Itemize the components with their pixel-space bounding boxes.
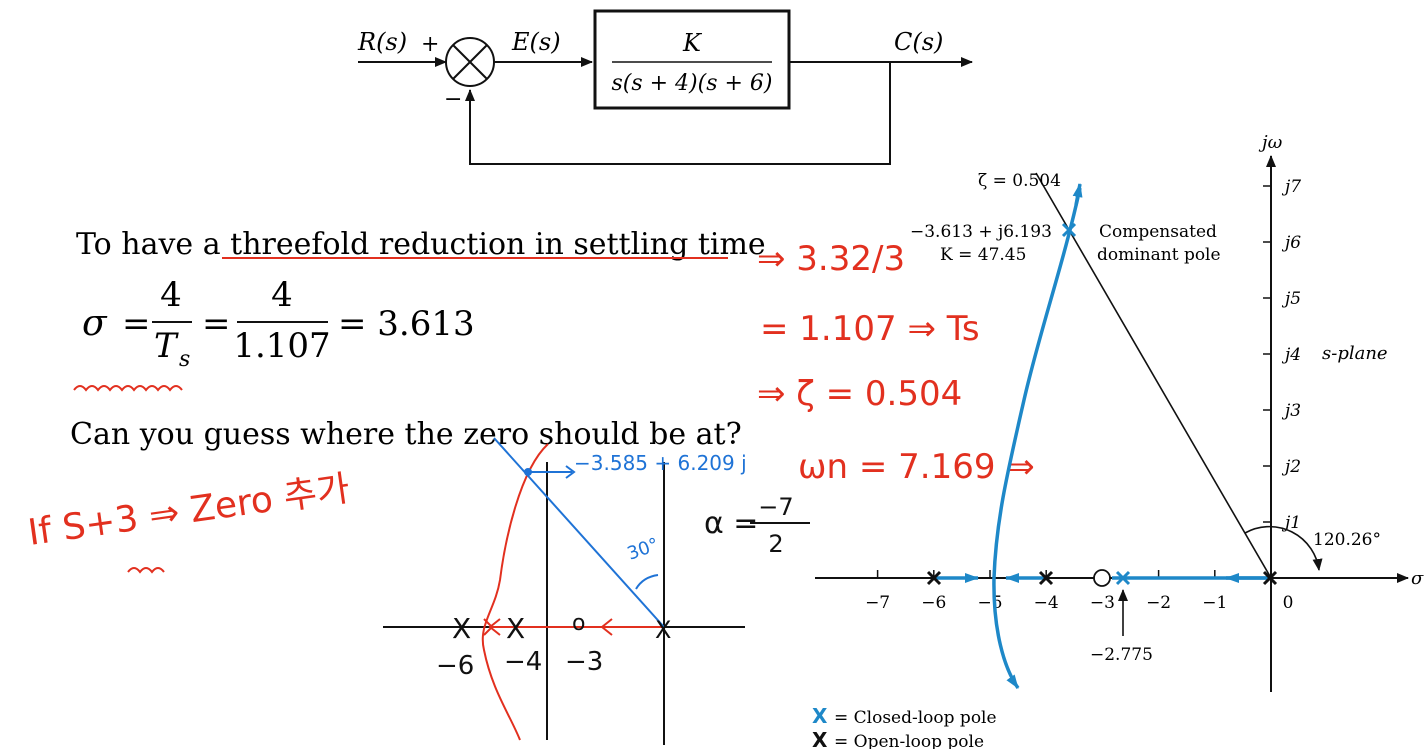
legend-open-icon: X	[812, 728, 828, 749]
x-tick-label: 0	[1283, 593, 1294, 613]
fraction-1-denominator: T	[154, 326, 179, 366]
output-label: C(s)	[894, 28, 943, 56]
hand-note-4: ωn = 7.169 ⇒	[798, 447, 1035, 487]
alpha-numerator: −7	[758, 493, 793, 521]
x-tick-label: −3	[1090, 593, 1115, 613]
zeta-label: ζ = 0.504	[978, 171, 1061, 191]
x-tick-label: −5	[977, 593, 1002, 613]
alpha-lhs: α =	[704, 506, 758, 541]
hand-sketch: −3.585 + 6.209 j 30° X X o X −6 −4 −3 α …	[383, 437, 810, 745]
error-label: E(s)	[511, 28, 561, 56]
tf-denominator: s(s + 4)(s + 6)	[611, 71, 772, 96]
y-tick-label: j7	[1281, 177, 1301, 197]
legend-closed-icon: X	[812, 704, 828, 728]
settling-time-sentence: To have a threefold reduction in settlin…	[76, 227, 766, 262]
block-diagram: R(s) + − E(s) C(s) K s(s + 4)(s + 6)	[357, 9, 973, 165]
breakaway-label: −2.775	[1090, 645, 1153, 665]
legend-closed-label: = Closed-loop pole	[834, 708, 997, 728]
legend: X = Closed-loop pole X = Open-loop pole	[812, 704, 997, 749]
y-tick-label: j2	[1281, 457, 1301, 477]
compensated-label-2: dominant pole	[1097, 245, 1221, 265]
equals-2: =	[202, 304, 231, 344]
angle-label: 120.26°	[1313, 530, 1381, 550]
x-tick-label: −1	[1202, 593, 1227, 613]
closed-loop-pole-icon	[1061, 222, 1131, 586]
s-plane-label: s-plane	[1322, 343, 1388, 364]
svg-text:X: X	[655, 616, 671, 644]
fraction-2-denominator: 1.107	[233, 326, 330, 366]
transfer-function-block	[593, 9, 791, 110]
y-tick-label: j4	[1281, 345, 1301, 365]
compensated-label-1: Compensated	[1099, 222, 1217, 242]
svg-text:o: o	[572, 611, 585, 636]
minus-sign: −	[444, 87, 462, 112]
x-tick-label: −4	[1034, 593, 1059, 613]
sketch-tick-m3: −3	[565, 647, 603, 677]
y-tick-label: j6	[1281, 233, 1301, 253]
hand-note-zero: If S+3 ⇒ Zero 추가	[26, 468, 353, 554]
zero-icon	[1093, 569, 1111, 587]
sketch-tick-m4: −4	[504, 647, 542, 677]
angle-arc	[1244, 525, 1323, 571]
svg-text:X: X	[506, 612, 525, 645]
question-sentence: Can you guess where the zero should be a…	[70, 417, 742, 452]
jw-axis-label: jω	[1258, 132, 1283, 153]
x-tick-label: −7	[865, 593, 890, 613]
x-tick-label: −6	[921, 593, 946, 613]
hand-note-2: = 1.107 ⇒ Ts	[760, 309, 980, 349]
zeta-line	[1035, 172, 1272, 579]
tf-numerator: K	[682, 29, 703, 57]
gain-label: K = 47.45	[940, 245, 1026, 265]
equals-1: =	[122, 304, 151, 344]
y-tick-group: j1 j2 j3 j4 j5 j6 j7	[1263, 177, 1301, 533]
y-tick-label: j1	[1281, 513, 1301, 533]
sigma-axis-label: σ	[1411, 568, 1424, 589]
y-tick-label: j3	[1281, 401, 1301, 421]
svg-text:X: X	[452, 612, 471, 645]
sketch-tick-m6: −6	[436, 651, 474, 681]
plus-sign: +	[421, 32, 439, 57]
sigma-symbol: σ	[82, 303, 108, 344]
locus-branch-complex	[992, 187, 1082, 690]
blue-point-label: −3.585 + 6.209 j	[574, 451, 747, 475]
explanation: To have a threefold reduction in settlin…	[70, 227, 766, 452]
y-tick-label: j5	[1281, 289, 1301, 309]
hand-note-3: ⇒ ζ = 0.504	[757, 374, 962, 414]
fraction-1-numerator: 4	[160, 275, 182, 315]
hand-note-1: ⇒ 3.32/3	[757, 239, 905, 279]
fraction-1-subscript: s	[179, 347, 190, 372]
red-squiggle-sigma	[73, 385, 183, 392]
alpha-denominator: 2	[768, 530, 783, 558]
x-tick-label: −2	[1146, 593, 1171, 613]
open-loop-pole-icon	[926, 570, 1278, 586]
legend-open-label: = Open-loop pole	[834, 732, 984, 749]
input-label: R(s)	[357, 28, 407, 56]
equation-result: = 3.613	[338, 304, 475, 344]
fraction-2-numerator: 4	[271, 275, 293, 315]
pole-value-label: −3.613 + j6.193	[910, 222, 1052, 242]
blue-angle-label: 30°	[625, 534, 662, 565]
